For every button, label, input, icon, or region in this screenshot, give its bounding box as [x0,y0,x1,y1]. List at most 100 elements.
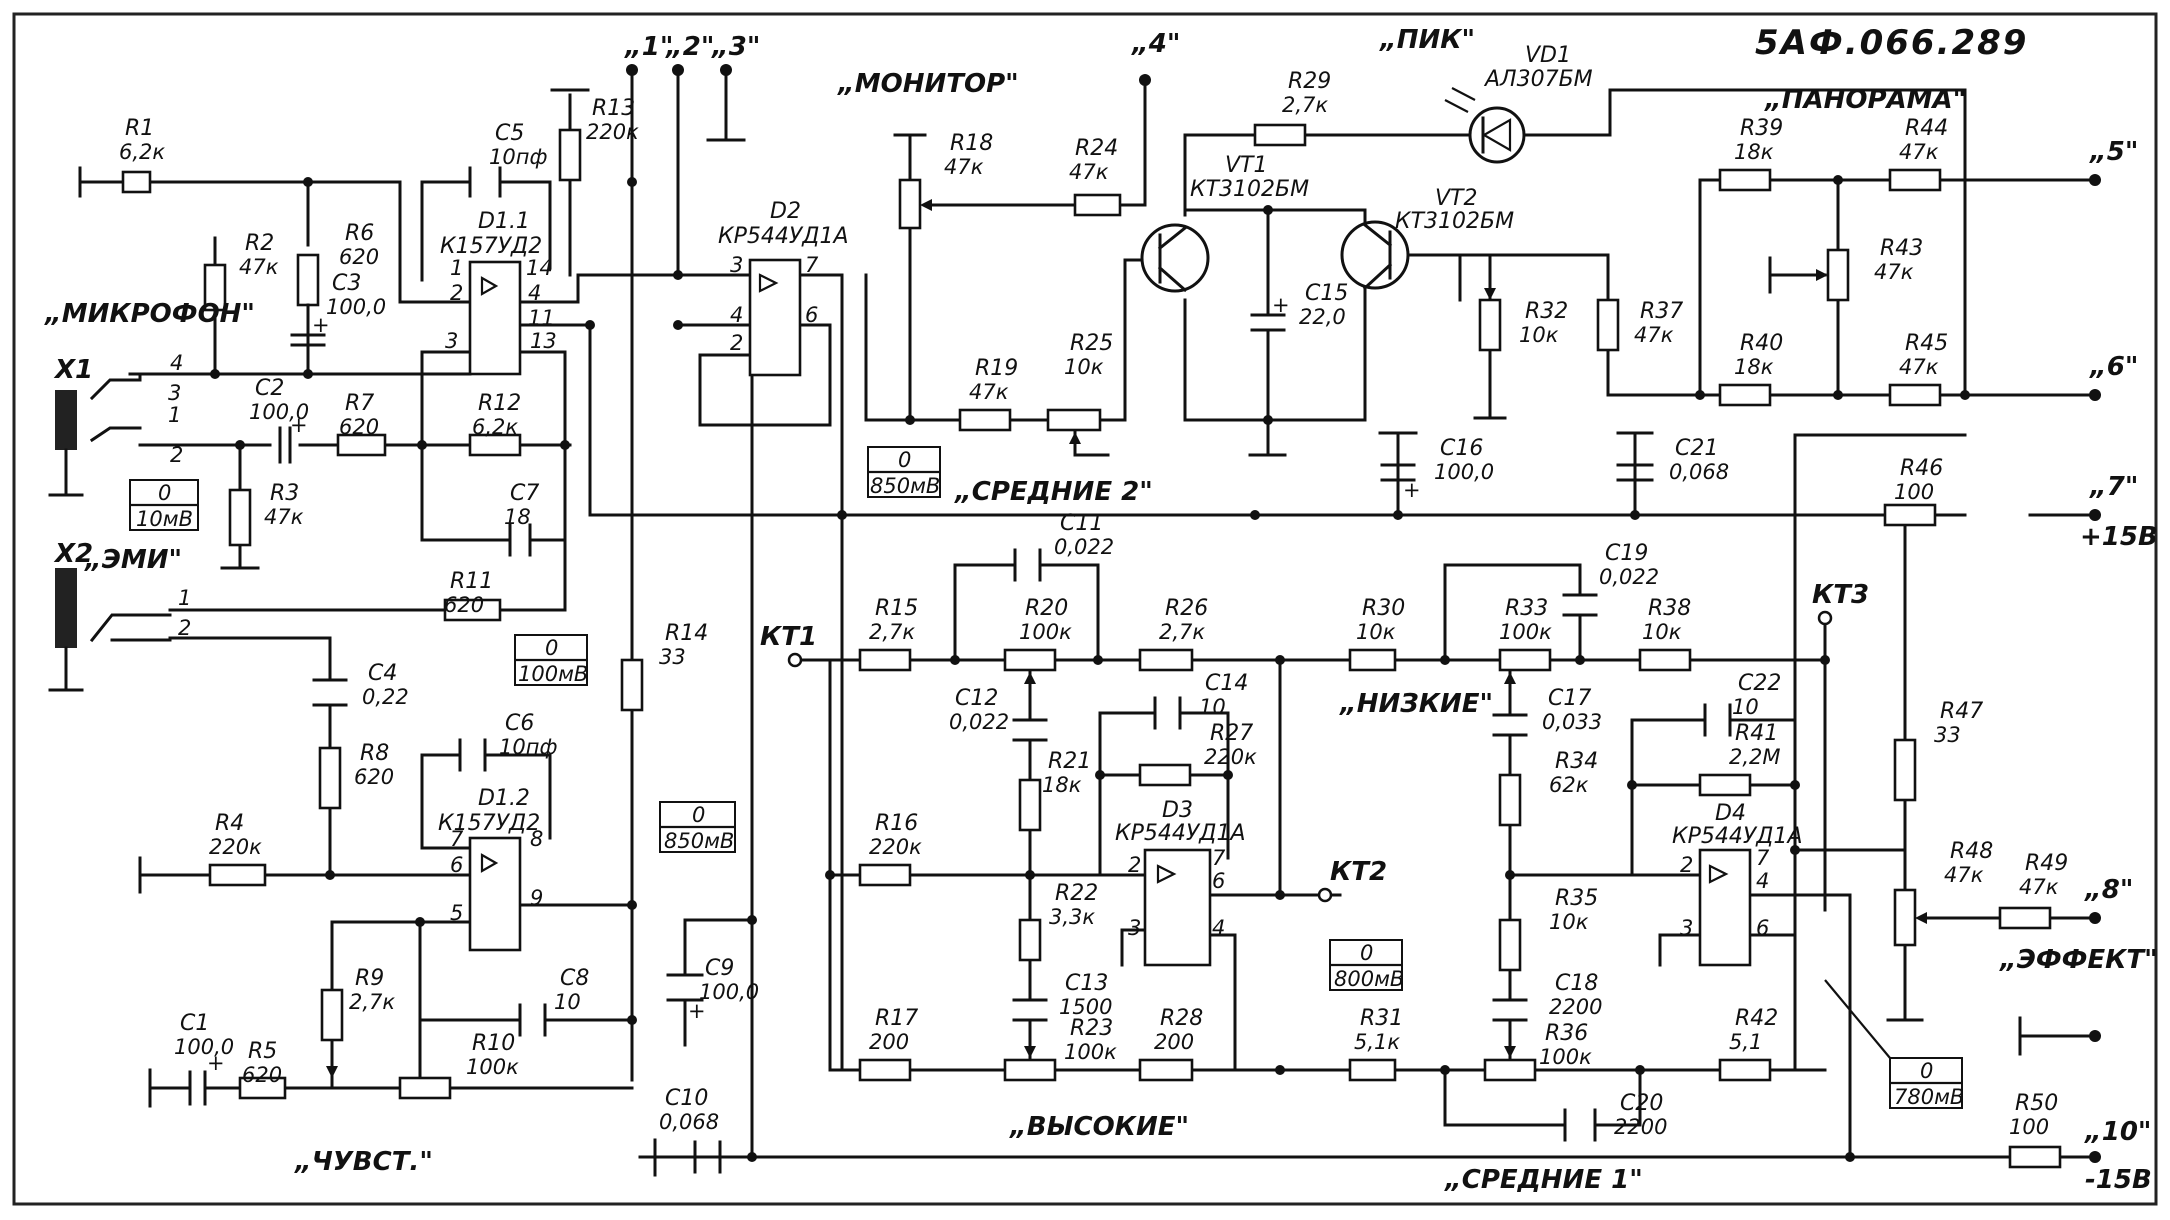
value-c12: 0,022 [949,710,1009,734]
value-c9: 100,0 [699,980,759,1004]
value-r10: 100к [466,1055,519,1079]
designator-r17: R17 [875,1006,918,1031]
resistor-r9 [320,988,344,1042]
designator-r26: R26 [1165,596,1208,621]
svg-text:2: 2 [1680,853,1693,877]
capacitor-c10 [693,1140,722,1174]
value-r21: 18к [1042,773,1082,797]
value-r28: 200 [1154,1030,1194,1054]
terminal-2: „2" [665,32,714,62]
terminal-7: „7" [2089,472,2138,502]
designator-r8: R8 [360,741,389,766]
designator-r46: R46 [1900,456,1943,481]
value-r20: 100к [1019,620,1072,644]
resistor-r40 [1718,383,1772,407]
transistor-vt1 [1140,223,1210,293]
connector-x1 [48,372,142,497]
svg-text:4: 4 [1756,869,1769,893]
resistor-r7 [336,433,387,457]
resistor-r12 [468,433,522,457]
level-box-kt2: 0 800мВ [1329,939,1404,991]
designator-r37: R37 [1640,299,1683,324]
value-r41: 2,2М [1729,745,1781,769]
resistor-r36 [1483,1058,1537,1082]
designator-c9: C9 [705,956,734,981]
label-srednie1: „СРЕДНИЕ 1" [1444,1165,1643,1195]
ic-d3-type: КР544УД1А [1115,821,1246,846]
designator-c6: C6 [505,711,534,736]
resistor-r32 [1478,298,1502,352]
value-r12: 6,2к [472,415,518,439]
value-r36: 100к [1539,1045,1592,1069]
value-r37: 47к [1634,323,1674,347]
ic-d11-type: К157УД2 [440,234,542,259]
value-r24: 47к [1069,160,1109,184]
designator-r28: R28 [1160,1006,1203,1031]
sheet-border [12,12,2158,1206]
label-pik: „ПИК" [1379,25,1475,55]
designator-r42: R42 [1735,1006,1778,1031]
value-r29: 2,7к [1282,93,1328,117]
svg-text:2: 2 [170,443,183,467]
designator-c2: C2 [255,376,284,401]
wiper-r23 [1024,1046,1036,1058]
designator-r48: R48 [1950,839,1993,864]
designator-r6: R6 [345,221,374,246]
resistor-r6 [296,253,320,307]
svg-text:0: 0 [545,636,558,660]
designator-r12: R12 [478,391,521,416]
svg-text:6: 6 [805,303,818,327]
svg-text:6: 6 [1212,869,1225,893]
value-c7: 18 [504,505,531,529]
designator-c15: C15 [1305,281,1348,306]
value-c21: 0,068 [1669,460,1729,484]
designator-r9: R9 [355,966,384,991]
resistor-r42 [1718,1058,1772,1082]
resistor-r23 [1003,1058,1057,1082]
level-box-d2: 0 850мВ [867,446,941,498]
connector-x2 [48,568,172,692]
value-c16: 100,0 [1434,460,1494,484]
svg-text:11: 11 [528,306,555,330]
value-r2: 47к [239,255,279,279]
potentiometer-wipers [326,199,1927,1078]
terminal-minus15: -15В [2085,1165,2152,1195]
designator-r47: R47 [1940,699,1983,724]
capacitor-c5 [468,166,502,198]
designator-c1: C1 [180,1011,209,1036]
designator-r41: R41 [1735,721,1778,746]
svg-text:5: 5 [450,901,463,925]
terminal-10: „10" [2084,1117,2151,1147]
resistor-r35 [1498,918,1522,972]
vd1-name: VD1 [1525,43,1571,68]
resistor-r18 [898,178,922,230]
capacitor-c4 [312,678,348,707]
resistor-r41 [1698,773,1752,797]
value-c11: 0,022 [1054,535,1114,559]
resistor-r17 [858,1058,912,1082]
label-srednie2: „СРЕДНИЕ 2" [954,477,1153,507]
resistor-r27 [1138,763,1192,787]
resistor-r33 [1498,648,1552,672]
polarity-c2: + [290,413,308,437]
designator-r27: R27 [1210,721,1253,746]
value-r6: 620 [339,245,379,269]
svg-text:0: 0 [898,448,911,472]
wiper-r32 [1484,288,1496,300]
svg-text:7: 7 [1756,846,1770,870]
designator-r16: R16 [875,811,918,836]
level-box-emi: 0 100мВ [514,634,588,686]
resistor-r48 [1893,888,1917,947]
resistor-r50 [2008,1145,2062,1169]
svg-text:2: 2 [1128,853,1141,877]
resistor-r20 [1003,648,1057,672]
value-c6: 10пф [499,735,557,759]
svg-text:8: 8 [530,827,543,851]
opamps [468,258,1752,967]
capacitor-c1 [188,1070,217,1106]
svg-text:3: 3 [168,381,181,405]
ic-d3-name: D3 [1162,798,1193,823]
testpoint-kt3: КТ3 [1812,580,1869,610]
svg-text:4: 4 [1212,916,1225,940]
svg-text:850мВ: 850мВ [870,474,940,498]
